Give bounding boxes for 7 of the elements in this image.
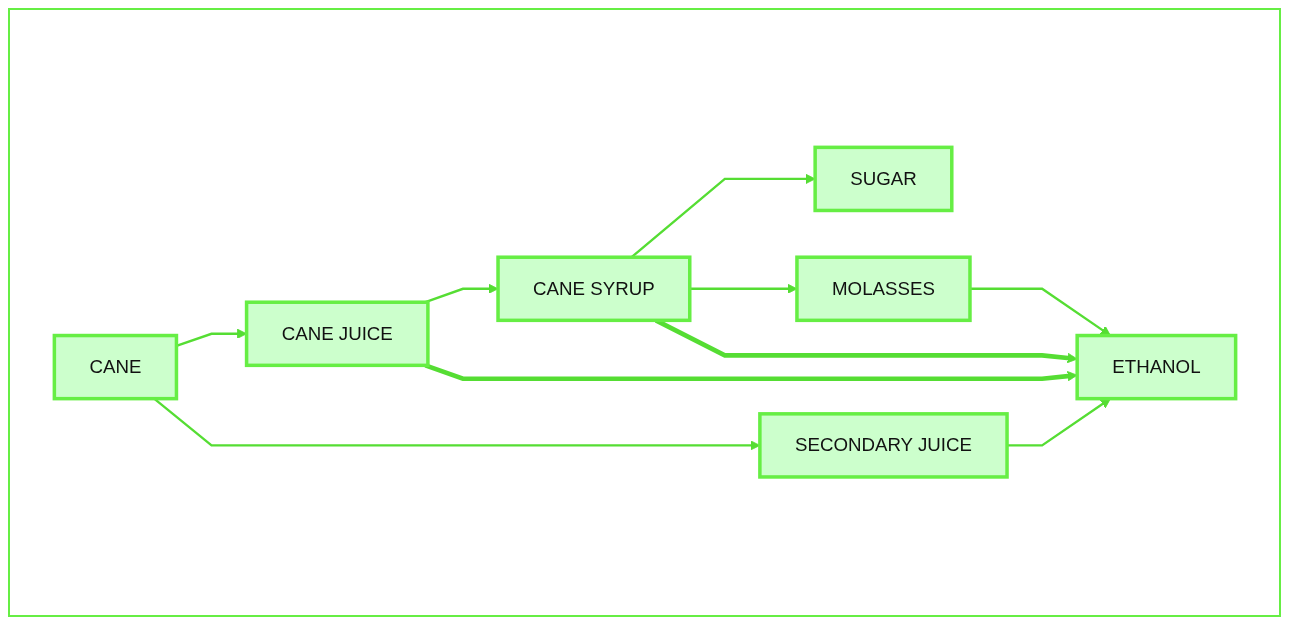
node-box: SECONDARY JUICE bbox=[757, 412, 1009, 480]
node-box: MOLASSES bbox=[794, 255, 972, 323]
node-box: SUGAR bbox=[812, 145, 954, 213]
node-box: CANE bbox=[52, 334, 178, 401]
node-box: ETHANOL bbox=[1074, 334, 1237, 401]
node-box: CANE JUICE bbox=[244, 300, 430, 368]
node-box: CANE SYRUP bbox=[495, 255, 691, 323]
